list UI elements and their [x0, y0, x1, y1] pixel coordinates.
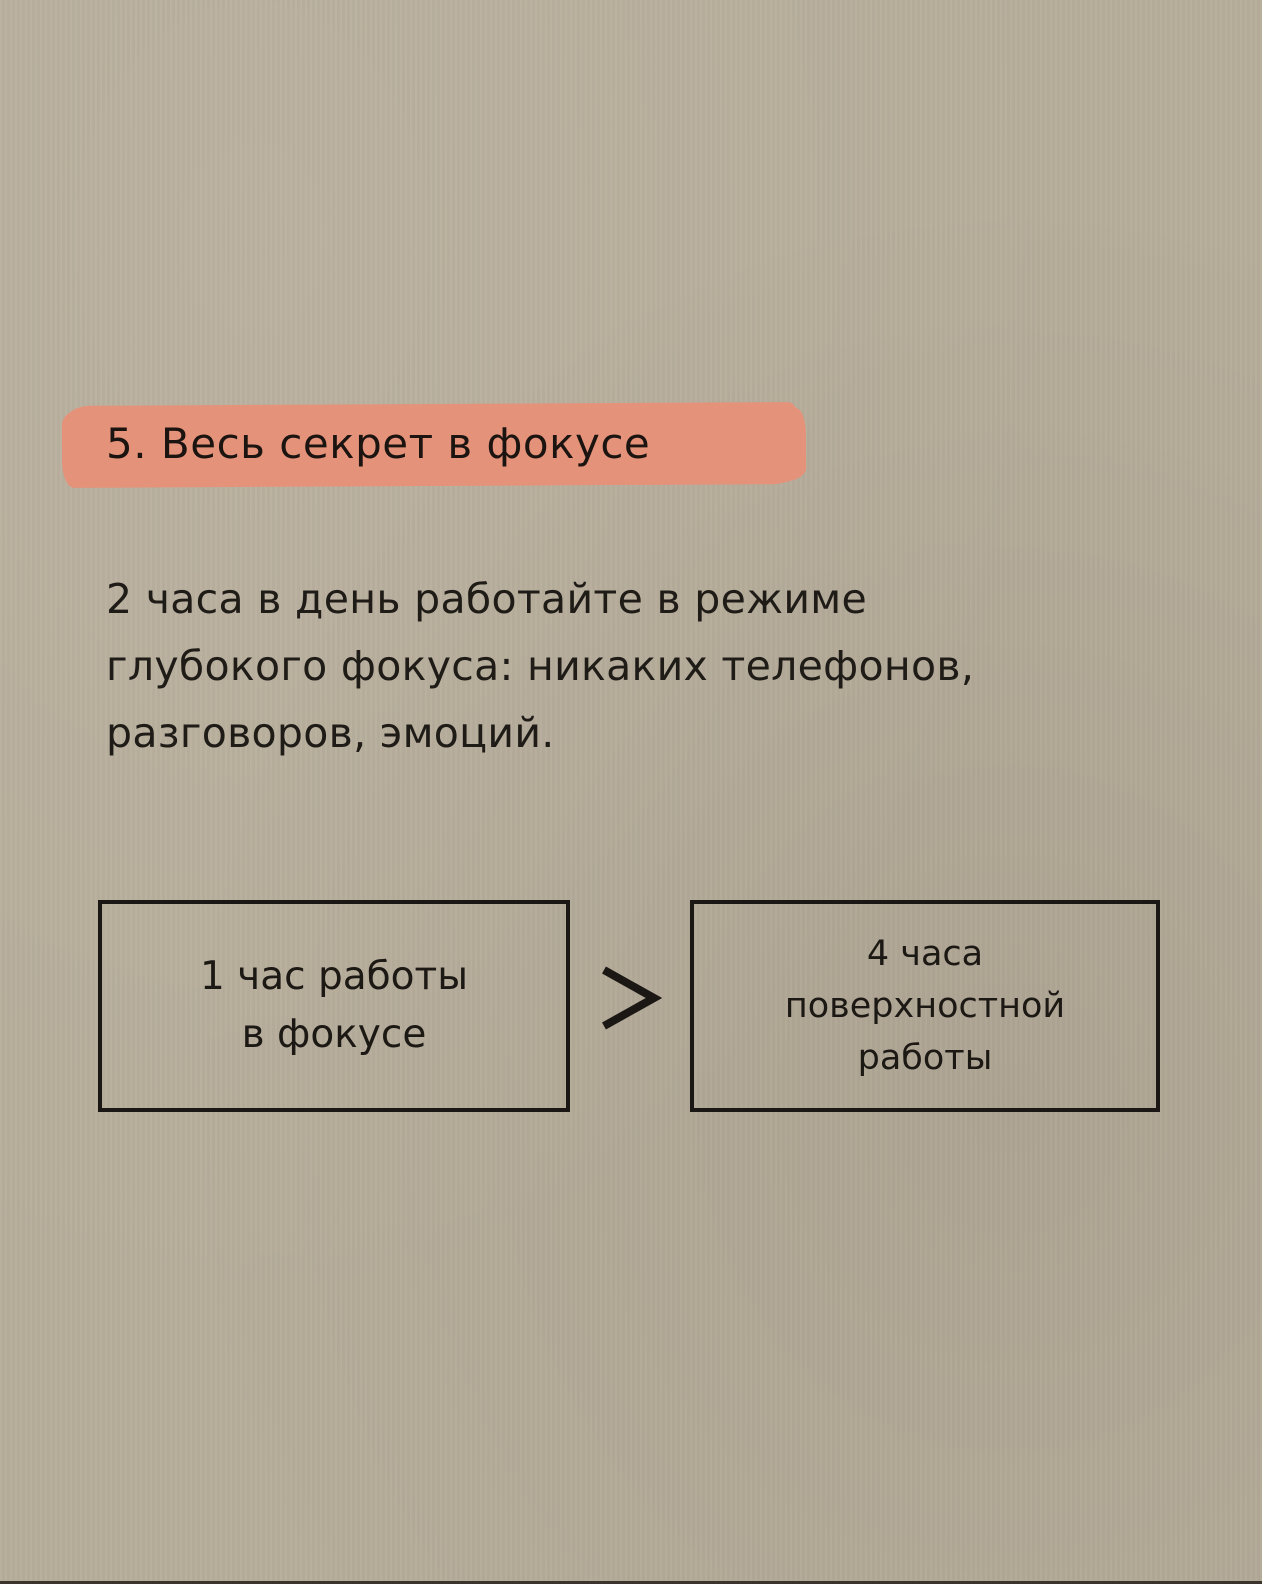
- box-line: поверхностной: [784, 986, 1066, 1026]
- body-line: разговоров, эмоций.: [106, 709, 555, 757]
- box-line: в фокусе: [241, 1012, 427, 1057]
- bottom-border: [0, 1581, 1262, 1584]
- section-heading: 5. Весь секрет в фокусе: [61, 402, 803, 488]
- box-line: работы: [857, 1038, 993, 1078]
- body-paragraph: 2 часа в день работайте в режиме глубоко…: [106, 566, 1166, 767]
- body-line: 2 часа в день работайте в режиме: [106, 575, 868, 623]
- box-line: 4 часа: [866, 934, 984, 974]
- focus-work-text: 1 час работы в фокусе: [200, 948, 468, 1064]
- box-line: 1 час работы: [199, 954, 469, 999]
- shallow-work-box: 4 часа поверхностной работы: [690, 900, 1160, 1112]
- body-line: глубокого фокуса: никаких телефонов,: [106, 642, 975, 690]
- greater-than-icon: [598, 960, 663, 1040]
- shallow-work-text: 4 часа поверхностной работы: [785, 928, 1065, 1084]
- heading-title: 5. Весь секрет в фокусе: [106, 419, 651, 468]
- focus-work-box: 1 час работы в фокусе: [98, 900, 570, 1112]
